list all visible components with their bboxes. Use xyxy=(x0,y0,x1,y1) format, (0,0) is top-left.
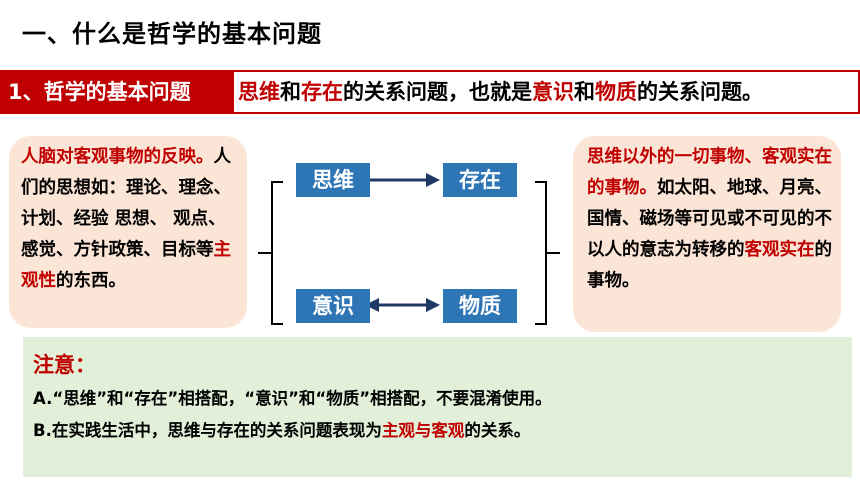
def-connector: 和 xyxy=(280,80,301,104)
tag-existence: 存在 xyxy=(443,163,517,197)
section-label: 1、哲学的基本问题 xyxy=(0,70,232,114)
right-box-keyword: 客观实在 xyxy=(744,240,815,260)
thinking-explanation-box: 人脑对客观事物的反映。人们的思想如：理论、理念、计划、经验 思想、 观点、感觉、… xyxy=(9,136,247,328)
definition-banner: 1、哲学的基本问题 思维和存在的关系问题，也就是意识和物质的关系问题。 xyxy=(0,70,860,114)
right-bracket xyxy=(535,181,560,325)
left-box-examples: 人们的思想如：理论、理念、计划、经验 思想、 观点、感觉、方针政策、目标等 xyxy=(21,147,231,260)
page-title: 一、什么是哲学的基本问题 xyxy=(22,20,322,48)
right-box-examples: 如太阳、地球、月亮、国情、磁场等可见或不可见的不以人的意志为转移的 xyxy=(587,178,832,260)
term-thinking: 思维 xyxy=(238,80,280,104)
note-line-b-start: B.在实践生活中，思维与存在的关系问题表现为 xyxy=(33,421,382,440)
def-end: 的关系问题。 xyxy=(637,80,763,104)
right-box-definition: 思维以外的一切事物、客观实在的事物。 xyxy=(587,147,832,198)
note-line-b-end: 的关系。 xyxy=(464,421,531,440)
left-bracket xyxy=(258,181,283,325)
note-line-b: B.在实践生活中，思维与存在的关系问题表现为主观与客观的关系。 xyxy=(33,415,842,447)
left-box-definition: 人脑对客观事物的反映。 xyxy=(21,147,214,167)
def-connector-2: 和 xyxy=(574,80,595,104)
existence-explanation-box: 思维以外的一切事物、客观实在的事物。如太阳、地球、月亮、国情、磁场等可见或不可见… xyxy=(573,136,841,332)
left-box-end: 的东西。 xyxy=(56,271,126,291)
left-box-keyword: 主观性 xyxy=(21,240,231,291)
tag-consciousness: 意识 xyxy=(296,289,370,323)
definition-text: 思维和存在的关系问题，也就是意识和物质的关系问题。 xyxy=(232,70,860,114)
note-line-a: A.“思维”和“存在”相搭配，“意识”和“物质”相搭配，不要混淆使用。 xyxy=(33,389,552,408)
tag-thinking: 思维 xyxy=(296,163,370,197)
tag-matter: 物质 xyxy=(443,289,517,323)
note-title: 注意： xyxy=(33,353,96,377)
term-consciousness: 意识 xyxy=(532,80,574,104)
note-line-b-keyword: 主观与客观 xyxy=(381,421,465,440)
term-matter: 物质 xyxy=(595,80,637,104)
note-box: 注意： A.“思维”和“存在”相搭配，“意识”和“物质”相搭配，不要混淆使用。 … xyxy=(23,337,852,477)
def-middle: 的关系问题，也就是 xyxy=(343,80,532,104)
double-arrow-icon xyxy=(365,298,440,312)
right-box-end: 的事物。 xyxy=(587,240,832,291)
term-existence: 存在 xyxy=(301,80,343,104)
